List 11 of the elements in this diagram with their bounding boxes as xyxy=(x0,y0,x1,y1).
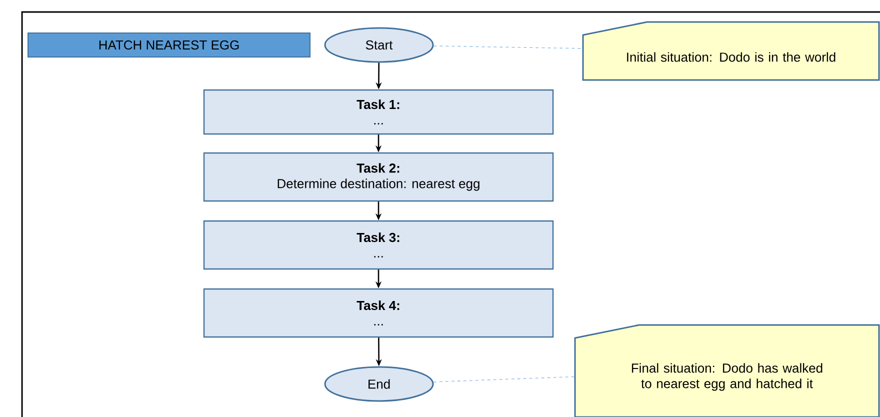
callout-note: Initial situation: Dodo is in the world xyxy=(582,21,880,81)
process-box: Task 3: ... xyxy=(203,220,554,270)
terminal-oval: Start xyxy=(324,27,434,63)
leader-line xyxy=(433,376,576,382)
terminal-oval: End xyxy=(324,366,434,402)
process-box: Task 2: Determine destination: nearest egg xyxy=(203,152,554,202)
callout-note: Final situation: Dodo has walked to nearest egg and hatched it xyxy=(574,324,880,417)
process-box: Task 4: ... xyxy=(203,288,554,338)
leader-line xyxy=(433,46,584,49)
process-box: Task 1: ... xyxy=(203,89,554,135)
title-box: HATCH NEAREST EGG xyxy=(28,32,310,58)
